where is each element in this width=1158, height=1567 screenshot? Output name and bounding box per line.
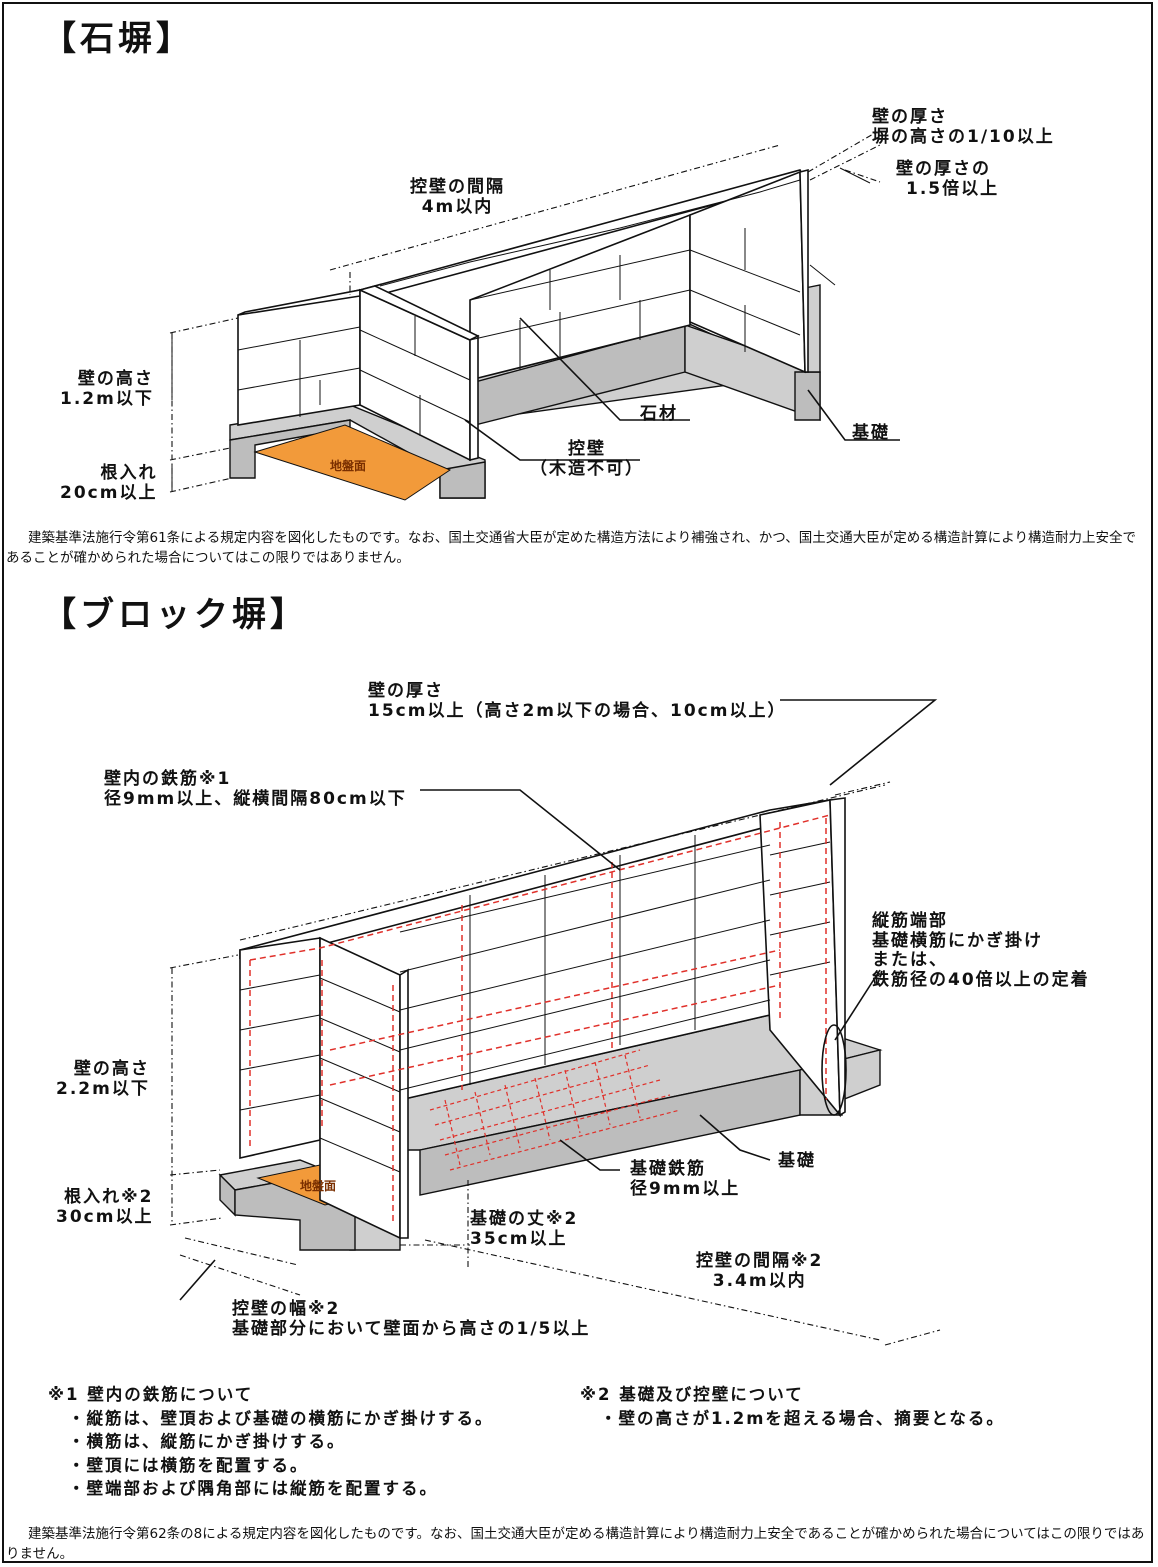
block-title: 【ブロック塀】	[42, 595, 308, 635]
block-end-rebar-label: 縦筋端部基礎横筋にかぎ掛けまたは、鉄筋径の40倍以上の定着	[872, 911, 1090, 990]
block-left-wall	[239, 937, 321, 1159]
block-foundation-label: 基礎	[778, 1151, 816, 1171]
stone-wall-drawing	[169, 129, 900, 501]
stone-note: 建築基準法施行令第61条による規定内容を図化したものです。なお、国土交通省大臣が…	[6, 530, 1136, 566]
stone-ground-label: 地盤面	[330, 459, 367, 473]
ground-surface	[253, 424, 452, 501]
stone-buttress-label: 控壁（木造不可）	[530, 439, 644, 479]
block-note: 建築基準法施行令第62条の8による規定内容を図化したものです。なお、国土交通大臣…	[6, 1526, 1145, 1562]
stone-thickness-label: 壁の厚さ塀の高さの1/10以上	[872, 107, 1055, 147]
stone-material-label: 石材	[640, 404, 678, 424]
block-foundation-rebar-label: 基礎鉄筋径9mm以上	[630, 1159, 741, 1199]
anchor-ellipse	[821, 1024, 847, 1116]
stone-foundation-label: 基礎	[852, 423, 890, 443]
block-wall-drawing	[169, 699, 941, 1346]
foundation-rebar-mesh	[429, 1049, 681, 1171]
footnote-2: ※2 基礎及び控壁について ・壁の高さが1.2mを超える場合、摘要となる。	[580, 1385, 1005, 1428]
block-ground-label: 地盤面	[300, 1179, 337, 1193]
footnote-1: ※1 壁内の鉄筋について ・縦筋は、壁頂および基礎の横筋にかぎ掛けする。 ・横筋…	[48, 1385, 494, 1498]
stone-title: 【石塀】	[42, 19, 194, 59]
